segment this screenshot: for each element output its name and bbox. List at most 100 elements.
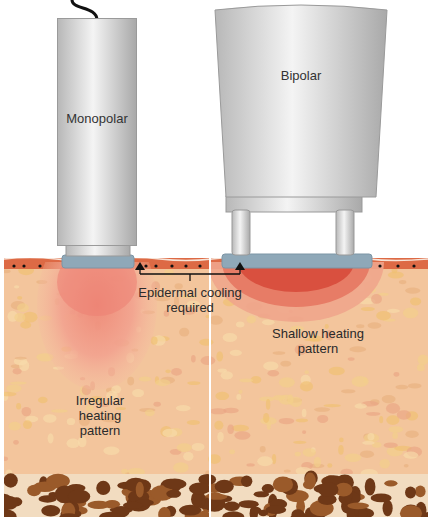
tissue-fiber — [67, 418, 75, 425]
electrode-plate — [222, 254, 372, 268]
tissue-fiber — [179, 328, 189, 337]
arrowhead — [135, 262, 145, 270]
tissue-fiber — [314, 407, 330, 411]
tissue-fiber — [22, 407, 32, 416]
tissue-fiber — [388, 272, 404, 279]
tissue-fiber — [8, 422, 20, 431]
tissue-fiber — [132, 389, 144, 397]
tissue-fiber — [236, 394, 241, 400]
pattern-label: Irregular heating pattern — [59, 393, 141, 438]
tissue-fiber — [263, 362, 278, 371]
tissue-fiber — [280, 361, 291, 367]
bone-cell — [224, 502, 240, 511]
tissue-fiber — [17, 296, 22, 300]
surface-dot — [154, 264, 157, 267]
tissue-fiber — [410, 297, 421, 305]
tissue-fiber — [352, 376, 369, 387]
tissue-fiber — [354, 403, 367, 409]
bone-cell — [415, 486, 426, 498]
surface-dot — [396, 264, 399, 267]
surface-dot — [198, 264, 201, 267]
tissue-fiber — [379, 459, 389, 469]
device-outline — [214, 4, 388, 198]
surface-dot — [184, 264, 187, 267]
tissue-fiber — [14, 313, 25, 322]
tissue-fiber — [324, 404, 341, 407]
tissue-fiber — [388, 426, 403, 432]
tissue-fiber — [20, 321, 31, 328]
tissue-fiber — [221, 371, 233, 379]
tissue-fiber — [236, 322, 245, 328]
bone-cell — [254, 491, 269, 497]
bone-cell — [4, 496, 18, 510]
bone-cell — [189, 482, 210, 494]
tissue-fiber — [257, 456, 273, 466]
tissue-fiber — [403, 308, 419, 319]
tissue-fiber — [371, 294, 382, 304]
tissue-fiber — [38, 397, 48, 404]
tissue-fiber — [404, 464, 409, 468]
bone-cell — [96, 481, 110, 495]
tissue-fiber — [17, 303, 29, 312]
tissue-fiber — [379, 416, 383, 423]
tissue-fiber — [14, 285, 19, 288]
tissue-fiber — [408, 383, 422, 388]
bracket-line — [140, 268, 240, 281]
bone-cell — [238, 500, 258, 508]
tissue-fiber — [262, 319, 275, 325]
tissue-fiber — [339, 437, 344, 442]
tissue-fiber — [366, 412, 380, 416]
tissue-fiber — [360, 451, 374, 458]
tissue-fiber — [201, 356, 216, 365]
tissue-fiber — [417, 364, 425, 371]
tissue-fiber — [361, 307, 375, 311]
bone-cell — [258, 510, 268, 516]
tissue-fiber — [183, 452, 193, 461]
tissue-fiber — [368, 433, 375, 440]
device-name: Monopolar — [58, 111, 136, 126]
tissue-fiber — [266, 399, 270, 410]
tissue-fiber — [287, 394, 293, 404]
bone-cell — [4, 473, 18, 487]
pattern-label: Shallow heating pattern — [262, 326, 374, 356]
tissue-fiber — [348, 357, 355, 361]
arrowhead — [235, 262, 245, 270]
tissue-fiber — [395, 385, 408, 390]
tissue-fiber — [397, 410, 411, 420]
tissue-fiber — [177, 443, 192, 452]
tissue-fiber — [51, 409, 68, 412]
surface-dot — [38, 264, 41, 267]
tissue-fiber — [345, 453, 362, 461]
electrode-plate — [62, 255, 134, 268]
bone-cell — [215, 480, 234, 493]
tissue-fiber — [239, 378, 253, 382]
tissue-fiber — [139, 377, 152, 382]
surface-dot — [378, 264, 381, 267]
device-housing — [215, 5, 387, 197]
tissue-fiber — [246, 463, 254, 466]
tissue-fiber — [387, 309, 400, 313]
bone-cell — [136, 482, 144, 498]
tissue-fiber — [214, 421, 223, 430]
tissue-fiber — [16, 403, 21, 410]
bone-cell — [371, 494, 392, 503]
tissue-fiber — [13, 440, 19, 445]
bone-cell — [27, 485, 41, 497]
bone-cell — [87, 501, 110, 509]
tissue-fiber — [302, 430, 306, 434]
tissue-fiber — [238, 390, 242, 394]
tissue-fiber — [386, 403, 400, 414]
bone-cell — [41, 505, 60, 516]
bone-cell — [304, 473, 315, 490]
tissue-fiber — [293, 441, 306, 444]
tissue-fiber — [267, 370, 279, 376]
tissue-fiber — [296, 418, 308, 422]
surface-dot — [412, 264, 415, 267]
tissue-fiber — [279, 377, 295, 387]
tissue-fiber — [394, 372, 400, 377]
irregular-heating — [37, 262, 157, 390]
bone-cell — [158, 507, 170, 517]
tissue-fiber — [327, 463, 332, 467]
electrode-prong — [232, 210, 250, 255]
tissue-fiber — [382, 395, 396, 403]
